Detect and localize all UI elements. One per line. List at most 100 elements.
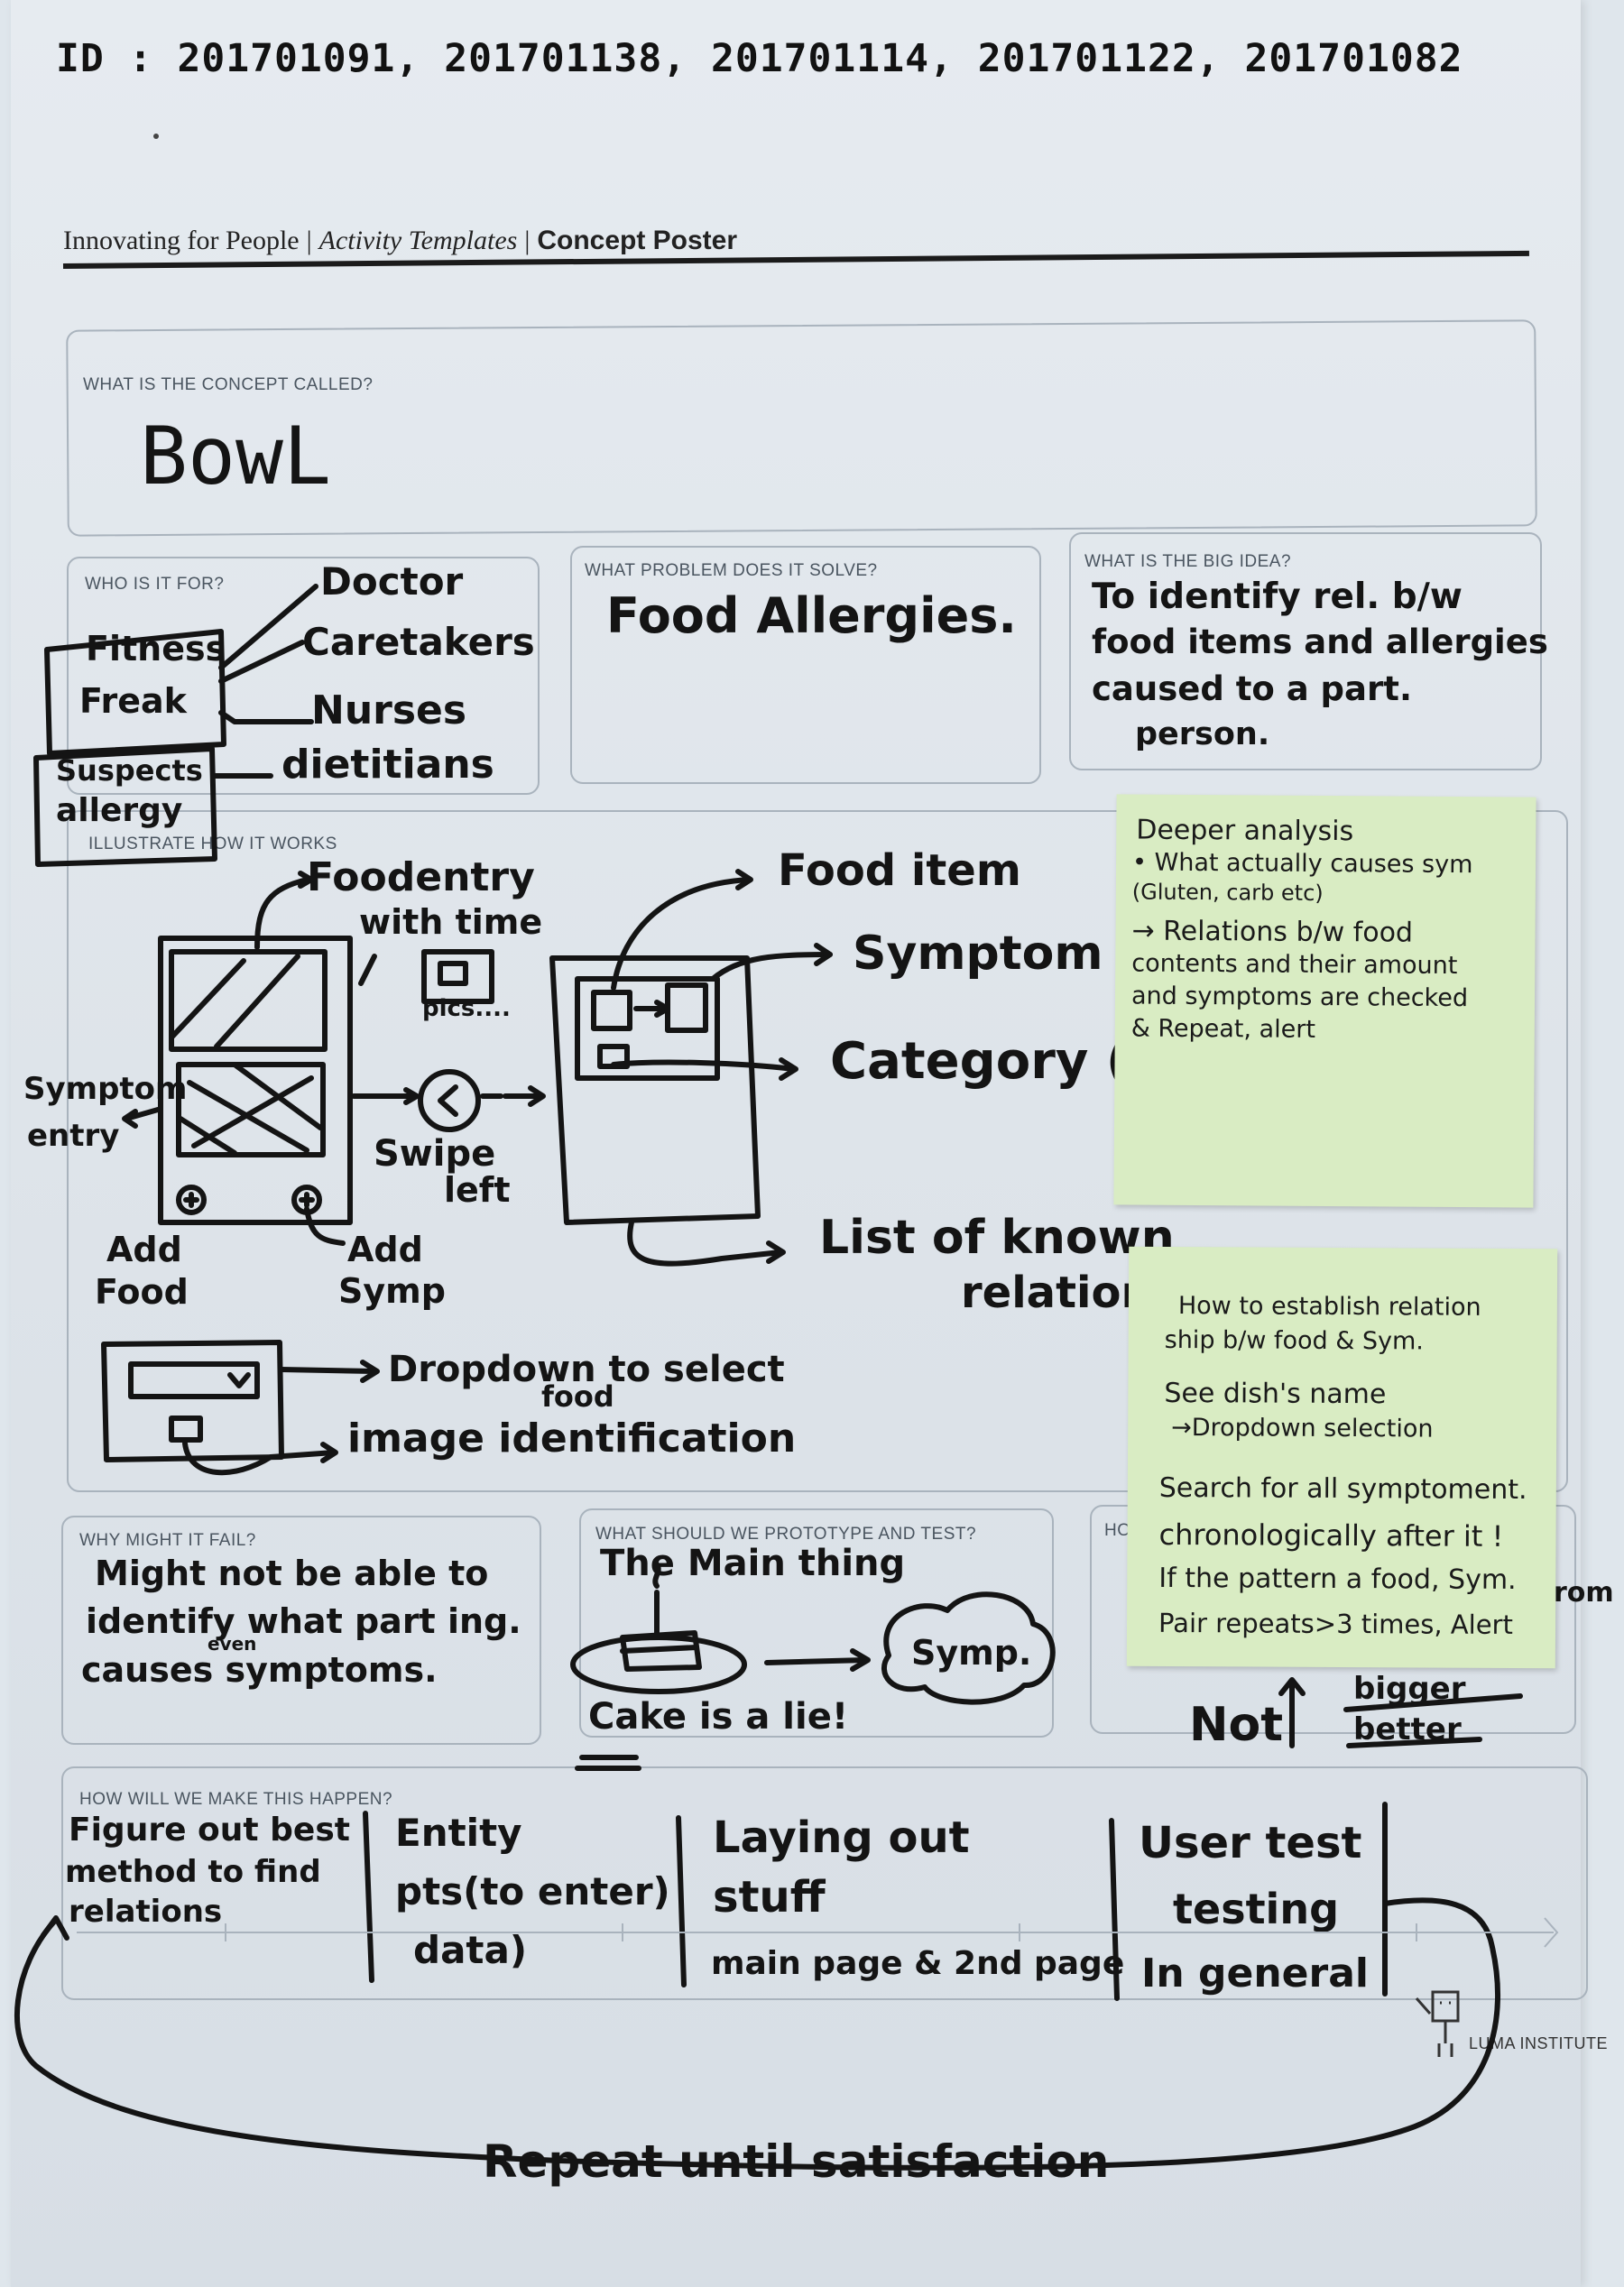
dropdown-label: Dropdown to select — [388, 1349, 785, 1390]
swipe-circle — [418, 1069, 481, 1132]
swipe-label: Swipe — [374, 1133, 496, 1175]
left-label: left — [444, 1170, 511, 1210]
illustrate-box — [67, 810, 1568, 1492]
repeat-loop-arrow — [14, 1897, 1501, 2171]
happen-label: HOW WILL WE MAKE THIS HAPPEN? — [79, 1790, 393, 1809]
step-4-line-1: User test — [1139, 1818, 1362, 1868]
problem-text: Food Allergies. — [606, 587, 1017, 644]
poster-header: Innovating for People|Activity Templates… — [63, 226, 738, 255]
fail-line-3: causes symptoms. — [81, 1650, 438, 1690]
who-label: WHO IS IT FOR? — [85, 575, 225, 594]
sticky2-line-1: How to establish relation — [1177, 1292, 1481, 1322]
header-concept-poster: Concept Poster — [537, 226, 738, 255]
pics-box — [421, 949, 494, 1004]
step-3-line-1: Laying out — [713, 1812, 970, 1863]
idea-line-1: To identify rel. b/w — [1092, 576, 1463, 617]
sticky2-line-3: See dish's name — [1164, 1377, 1387, 1411]
sticky-note-establish-relation: How to establish relation ship b/w food … — [1126, 1246, 1558, 1669]
sticky2-overflow-tail: rom — [1554, 1577, 1614, 1609]
step-4-line-3: In general — [1141, 1950, 1369, 1997]
cake-note: Cake is a lie! — [588, 1696, 849, 1738]
step-1-line-2: method to find — [65, 1854, 321, 1890]
connector-nurses — [218, 710, 314, 724]
who-suspects: Suspects — [56, 753, 203, 788]
phone-1-card-top — [169, 949, 328, 1052]
symptom-label: Symptom — [853, 927, 1103, 981]
sticky2-line-7: If the pattern a food, Sym. — [1158, 1562, 1517, 1597]
add-symp-line-1: Add — [347, 1230, 423, 1269]
connector-caretakers — [218, 640, 305, 684]
happen-box — [61, 1766, 1588, 2000]
fail-label: WHY MIGHT IT FAIL? — [79, 1531, 256, 1550]
who-nurses: Nurses — [311, 687, 467, 733]
fail-box — [61, 1516, 541, 1745]
luma-logo-text: LUMA INSTITUTE — [1469, 2034, 1609, 2052]
concept-label: WHAT IS THE CONCEPT CALLED? — [83, 375, 374, 394]
header-activity-templates: Activity Templates — [318, 226, 518, 255]
sticky1-line-5: contents and their amount — [1131, 949, 1458, 981]
add-symp-line-2: Symp — [338, 1271, 446, 1311]
sticky1-line-1: Deeper analysis — [1136, 814, 1354, 848]
symptom-entry-line-2: entry — [27, 1118, 120, 1154]
food-entry-label: Foodentry — [307, 854, 535, 900]
food-item-label: Food item — [778, 845, 1021, 896]
sticky2-line-8: Pair repeats>3 times, Alert — [1158, 1607, 1513, 1640]
step-1-line-1: Figure out best — [69, 1812, 350, 1849]
symp-thought-cloud — [881, 1591, 1056, 1705]
measure-label: HO — [1104, 1521, 1131, 1540]
sticky2-line-2: ship b/w food & Sym. — [1164, 1325, 1424, 1356]
idea-line-3: caused to a part. — [1092, 669, 1413, 708]
with-time-label: with time — [359, 902, 543, 942]
sticky2-line-5: Search for all symptoment. — [1158, 1471, 1527, 1507]
fail-caret-note: even — [208, 1633, 257, 1655]
sticky1-line-3: (Gluten, carb etc) — [1131, 879, 1324, 906]
cake-slice — [620, 1630, 702, 1672]
prototype-box — [579, 1508, 1054, 1738]
step-2-line-1: Entity — [395, 1811, 522, 1855]
who-allergy: allergy — [56, 792, 183, 829]
add-food-plus-icon — [176, 1185, 207, 1215]
who-box — [67, 557, 540, 795]
problem-box — [570, 546, 1041, 784]
prototype-label: WHAT SHOULD WE PROTOTYPE AND TEST? — [595, 1525, 977, 1544]
symp-bubble-text: Symp. — [911, 1633, 1032, 1673]
plate-outline — [570, 1635, 747, 1694]
who-caretakers: Caretakers — [302, 620, 535, 664]
connector-doctor — [218, 584, 318, 670]
sticky1-line-4: → Relations b/w food — [1131, 915, 1414, 949]
concept-name: BowL — [140, 410, 331, 503]
who-dietitians: dietitians — [281, 742, 494, 788]
image-identification-label: image identification — [347, 1416, 797, 1462]
food-label: food — [541, 1379, 614, 1414]
phone-sketch-2 — [549, 955, 761, 1225]
sticky1-line-6: and symptoms are checked — [1130, 982, 1469, 1013]
idea-line-2: food items and allergies — [1092, 622, 1548, 661]
step-3-line-3: main page & 2nd page — [711, 1945, 1125, 1982]
ink-dot — [153, 134, 159, 139]
add-food-line-2: Food — [95, 1272, 189, 1312]
sticky2-line-4: →Dropdown selection — [1171, 1414, 1434, 1443]
problem-label: WHAT PROBLEM DOES IT SOLVE? — [585, 561, 878, 580]
who-doctor: Doctor — [320, 559, 464, 604]
fail-line-2: identify what part ing. — [86, 1601, 521, 1641]
step-3-line-2: stuff — [713, 1872, 826, 1923]
sticky1-line-7: & Repeat, alert — [1130, 1014, 1316, 1044]
suspects-allergy-box — [33, 746, 217, 867]
header-innovating: Innovating for People — [63, 226, 300, 255]
step-1-line-3: relations — [69, 1894, 223, 1930]
step-4-line-2: testing — [1173, 1885, 1339, 1933]
list-known-line-1: List of known — [819, 1211, 1175, 1265]
idea-box — [1069, 532, 1542, 770]
measure-not: Not — [1189, 1698, 1284, 1752]
fitness-freak-box — [44, 629, 226, 756]
fail-line-1: Might not be able to — [95, 1554, 489, 1593]
who-freak: Freak — [79, 681, 187, 721]
student-ids: ID : 201701091, 201701138, 201701114, 20… — [56, 36, 1463, 81]
idea-label: WHAT IS THE BIG IDEA? — [1084, 552, 1292, 571]
sticky1-line-2: • What actually causes sym — [1131, 848, 1473, 880]
sticky2-line-6: chronologically after it ! — [1158, 1517, 1504, 1554]
idea-line-4: person. — [1135, 716, 1270, 752]
phone-1-card-mid — [176, 1062, 326, 1157]
step-2-line-2: pts(to enter) — [395, 1869, 670, 1914]
